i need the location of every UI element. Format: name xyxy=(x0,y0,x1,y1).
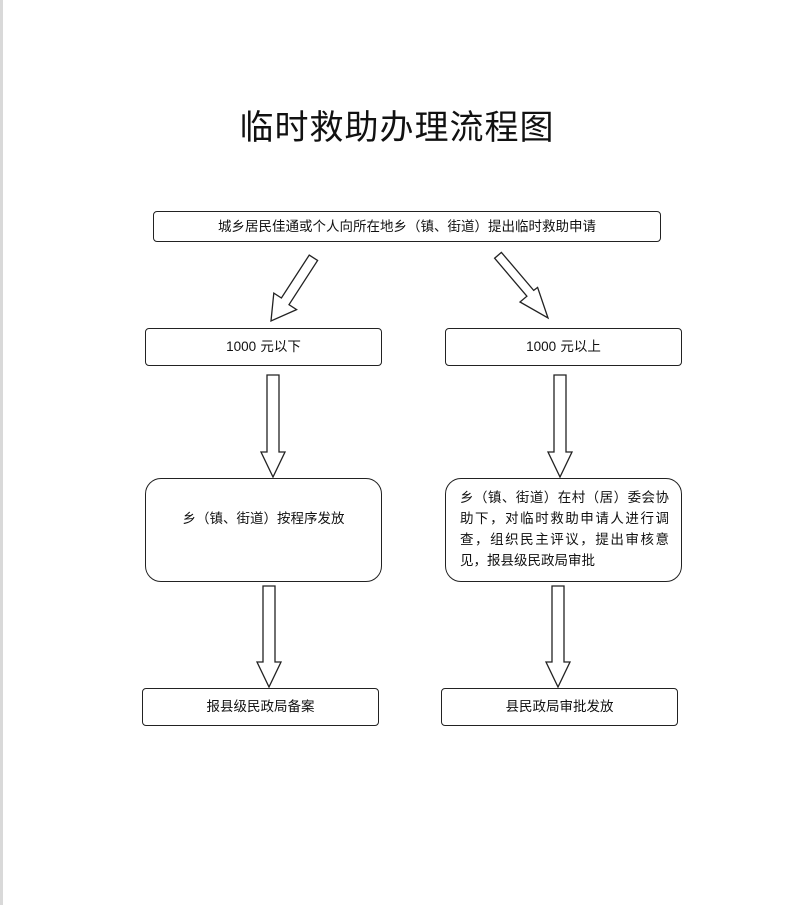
above-1000-label: 1000 元以上 xyxy=(526,337,601,357)
arrow-to-below-1000 xyxy=(270,254,319,323)
county-approve-node: 县民政局审批发放 xyxy=(441,688,678,726)
arrow-issue-to-record xyxy=(255,585,283,689)
apply-node: 城乡居民佳通或个人向所在地乡（镇、街道）提出临时救助申请 xyxy=(153,211,661,242)
page-title: 临时救助办理流程图 xyxy=(239,108,555,148)
above-1000-node: 1000 元以上 xyxy=(445,328,682,366)
arrow-below-to-issue xyxy=(259,374,287,479)
report-record-node: 报县级民政局备案 xyxy=(142,688,379,726)
report-record-label: 报县级民政局备案 xyxy=(206,699,315,715)
apply-node-label: 城乡居民佳通或个人向所在地乡（镇、街道）提出临时救助申请 xyxy=(218,218,596,235)
above-amount: 1000 xyxy=(526,339,557,354)
arrow-to-above-1000 xyxy=(493,251,550,320)
below-1000-node: 1000 元以下 xyxy=(145,328,382,366)
below-amount: 1000 xyxy=(226,339,257,354)
township-review-node: 乡（镇、街道）在村（居）委会协助下，对临时救助申请人进行调查，组织民主评议，提出… xyxy=(445,478,682,582)
above-suffix: 元以上 xyxy=(556,339,601,355)
township-review-label: 乡（镇、街道）在村（居）委会协助下，对临时救助申请人进行调查，组织民主评议，提出… xyxy=(460,490,669,569)
below-suffix: 元以下 xyxy=(256,339,301,355)
below-1000-label: 1000 元以下 xyxy=(226,337,301,357)
arrow-review-to-approve xyxy=(544,585,572,689)
township-issue-label: 乡（镇、街道）按程序发放 xyxy=(182,511,345,527)
arrow-above-to-review xyxy=(546,374,574,479)
county-approve-label: 县民政局审批发放 xyxy=(505,699,614,715)
page-edge xyxy=(0,0,3,905)
township-issue-node: 乡（镇、街道）按程序发放 xyxy=(145,478,382,582)
